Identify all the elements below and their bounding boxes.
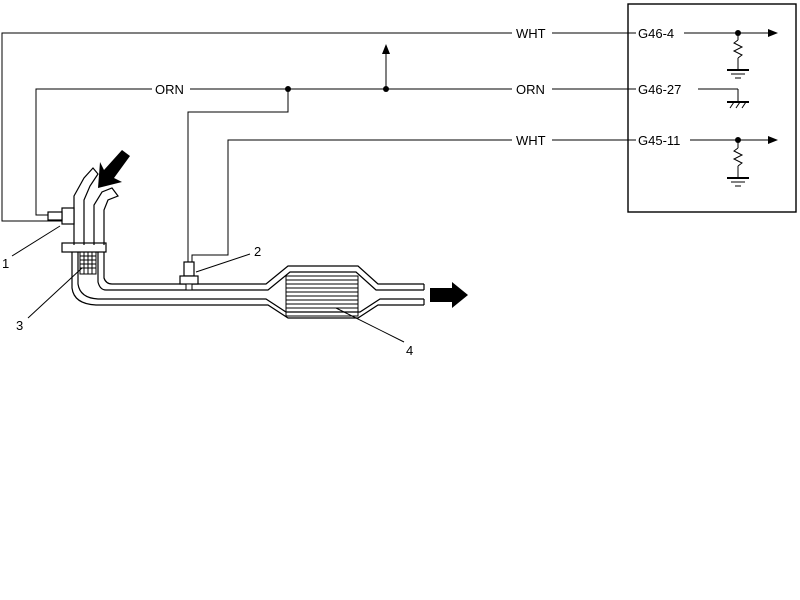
callout-3: 3 [16,318,23,333]
pin-label-g46-4: G46-4 [638,26,674,41]
gasket [79,251,97,275]
wire-wht-bottom [191,136,778,262]
callout-leader-4 [335,307,405,343]
upstream-oxygen-sensor [47,207,75,225]
wire-orn-middle [35,44,749,262]
pin-label-g45-11: G45-11 [638,133,680,148]
exhaust-outflow-arrow-icon [430,282,468,308]
wire-label-wht-top: WHT [516,26,546,41]
exhaust-inflow-arrow-icon [98,150,130,188]
callout-4: 4 [406,343,413,358]
callout-leader-3 [27,267,83,319]
catalytic-converter [285,275,359,317]
downstream-oxygen-sensor [179,261,199,291]
callout-2: 2 [254,244,261,259]
wire-label-wht-bottom: WHT [516,133,546,148]
callout-1: 1 [2,256,9,271]
callout-leader-2 [195,253,251,273]
exhaust-pipe [71,252,425,319]
wire-label-orn-left: ORN [155,82,184,97]
resistor-ground-g45-11 [727,137,749,187]
callout-leader-1 [11,225,61,257]
exhaust-manifold [61,167,119,253]
pin-label-g46-27: G46-27 [638,82,681,97]
wire-label-orn-right: ORN [516,82,545,97]
wire-wht-top [1,29,778,222]
control-module-box [627,3,797,213]
resistor-ground-g46-4 [727,30,749,79]
